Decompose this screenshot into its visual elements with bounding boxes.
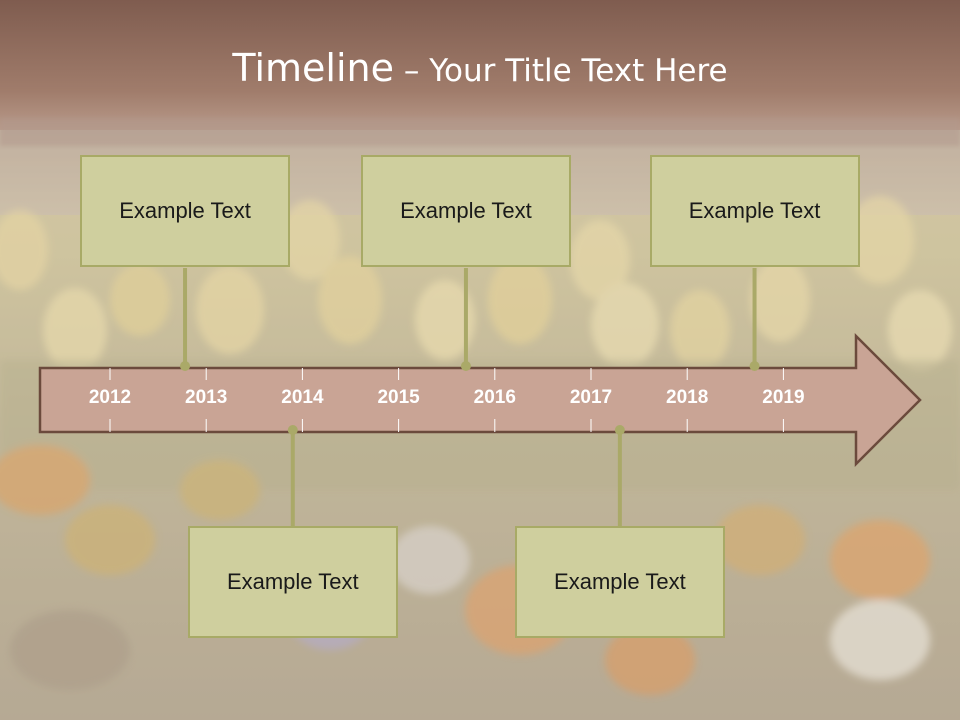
year-label-2013: 2013 — [185, 387, 227, 408]
event-marker-dot — [749, 361, 760, 371]
event-box[interactable]: Example Text — [187, 526, 398, 638]
slide-title: Timeline – Your Title Text Here — [0, 38, 960, 98]
event-text: Example Text — [688, 198, 821, 223]
slide-title-sub: Your Title Text Here — [429, 53, 728, 89]
timeline-arrow — [38, 332, 922, 468]
event-marker-dot — [180, 361, 191, 371]
year-label-2012: 2012 — [89, 387, 131, 408]
event-marker-dot — [460, 361, 471, 371]
event-text: Example Text — [400, 198, 532, 223]
title-banner — [0, 0, 960, 130]
event-marker-dot — [614, 425, 625, 435]
event-text: Example Text — [554, 569, 686, 594]
event-marker-dot — [287, 425, 298, 435]
year-label-2015: 2015 — [377, 387, 420, 408]
event-text: Example Text — [226, 569, 359, 594]
event-box[interactable]: Example Text — [514, 526, 725, 638]
year-label-2016: 2016 — [474, 387, 516, 408]
year-label-2019: 2019 — [762, 387, 804, 408]
event-box[interactable]: Example Text — [649, 155, 860, 267]
year-label-2014: 2014 — [281, 387, 324, 408]
event-box[interactable]: Example Text — [360, 155, 571, 267]
event-box[interactable]: Example Text — [80, 155, 291, 267]
year-label-2018: 2018 — [666, 387, 708, 408]
event-text: Example Text — [119, 198, 251, 223]
slide-title-main: Timeline — [232, 46, 394, 90]
year-label-2017: 2017 — [570, 387, 612, 408]
slide-title-dash: – — [393, 53, 430, 89]
